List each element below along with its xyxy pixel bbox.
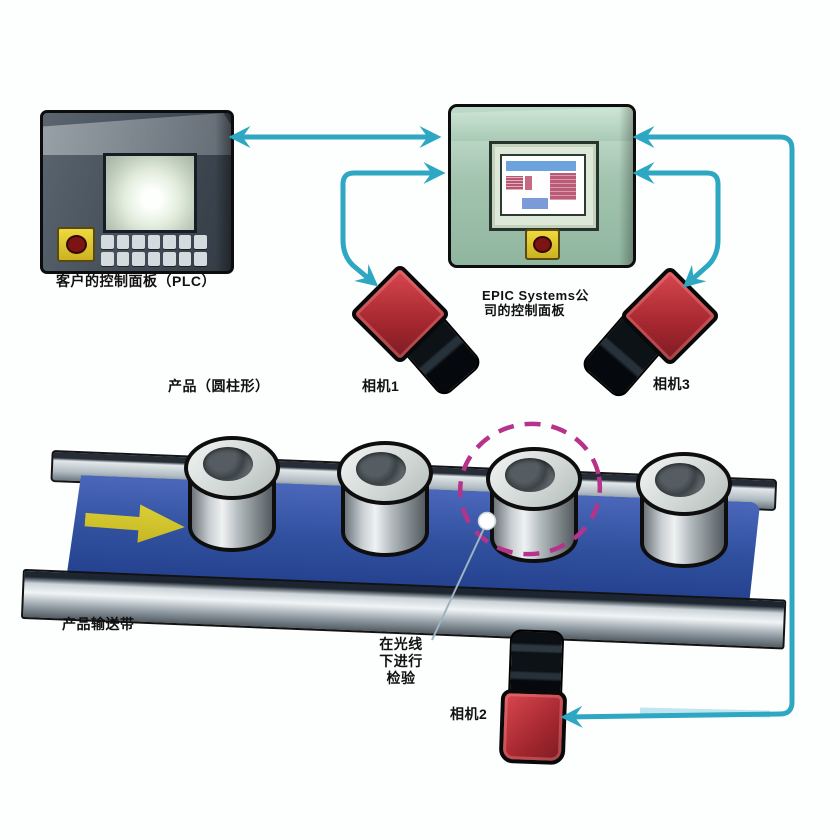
- plc-screen: [103, 153, 197, 233]
- conveyor-label: 产品输送带: [62, 616, 135, 632]
- product-label: 产品（圆柱形）: [168, 378, 270, 394]
- product-cylinder: [636, 452, 732, 572]
- camera-2-label: 相机2: [450, 706, 488, 722]
- epic-panel-top-face: [451, 107, 633, 141]
- epic-panel-label: EPIC Systems公 司的控制面板: [482, 288, 589, 318]
- camera-1-label: 相机1: [362, 378, 400, 394]
- epic-control-panel: [448, 104, 636, 268]
- epic-panel-side-shade: [619, 107, 633, 265]
- product-cylinder: [337, 441, 433, 561]
- product-cylinder: [184, 436, 280, 556]
- screen-data-block: [550, 173, 576, 200]
- plc-estop-button: [57, 227, 95, 262]
- epic-estop-button: [525, 229, 560, 260]
- estop-red-dot: [65, 235, 87, 254]
- plc-panel-top-face: [43, 113, 231, 155]
- screen-button-block: [522, 198, 548, 209]
- screen-title-bar: [506, 161, 576, 171]
- camera-3: [579, 265, 721, 401]
- arrow-ghost-highlight: [639, 707, 771, 718]
- epic-screen-bezel: [489, 141, 599, 231]
- screen-data-block: [506, 176, 523, 190]
- camera-2-body: [498, 688, 568, 766]
- inspection-label: 在光线 下进行 检验: [379, 636, 423, 686]
- camera-3-label: 相机3: [653, 376, 691, 392]
- product-cylinder-inspected: [486, 447, 582, 567]
- plc-panel-label: 客户的控制面板（PLC）: [56, 273, 216, 289]
- camera-2: [496, 629, 573, 766]
- screen-data-block: [525, 176, 532, 190]
- camera-1: [349, 263, 484, 399]
- plc-panel-side-shade: [215, 113, 231, 271]
- plc-keypad: [101, 235, 207, 266]
- plc-control-panel: [40, 110, 234, 274]
- estop-red-dot: [533, 236, 552, 253]
- epic-screen: [500, 154, 586, 216]
- arrow-epic-camera1: [340, 161, 446, 287]
- arrow-epic-camera3: [632, 161, 721, 288]
